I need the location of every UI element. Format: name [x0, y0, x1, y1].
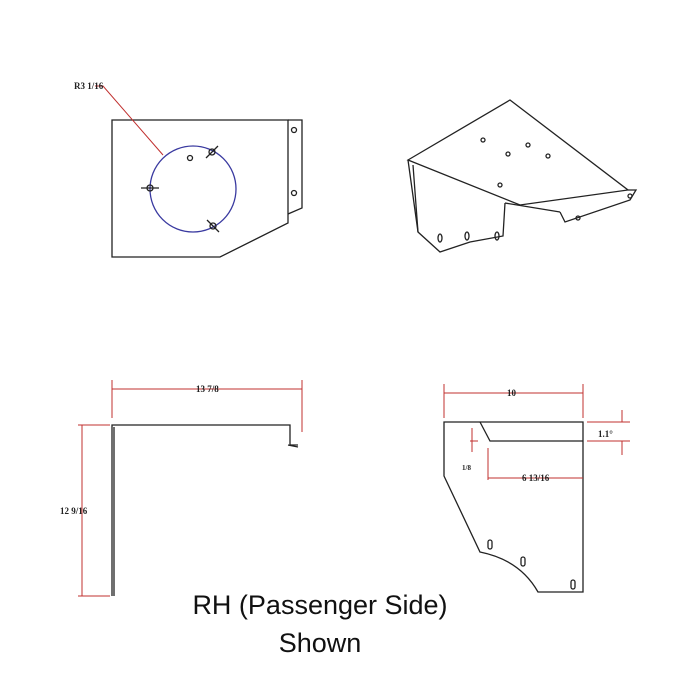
angle-label: 1.1° — [598, 429, 613, 439]
side-width-label: 10 — [507, 388, 517, 398]
offset-label: 1/8 — [462, 464, 471, 472]
height-label: 12 9/16 — [60, 506, 88, 516]
bolt-circle — [149, 145, 237, 233]
top-width-label: 13 7/8 — [196, 384, 219, 394]
radius-label: R3 1/16 — [74, 81, 104, 91]
caption-line-2: Shown — [278, 628, 362, 658]
front-view — [111, 119, 303, 258]
top-view — [111, 424, 299, 596]
side-view — [443, 421, 584, 593]
dimension-lines — [78, 85, 630, 597]
caption-line-1: RH (Passenger Side) — [192, 590, 448, 620]
isometric-view — [406, 99, 638, 253]
length-label: 6 13/16 — [522, 473, 550, 483]
